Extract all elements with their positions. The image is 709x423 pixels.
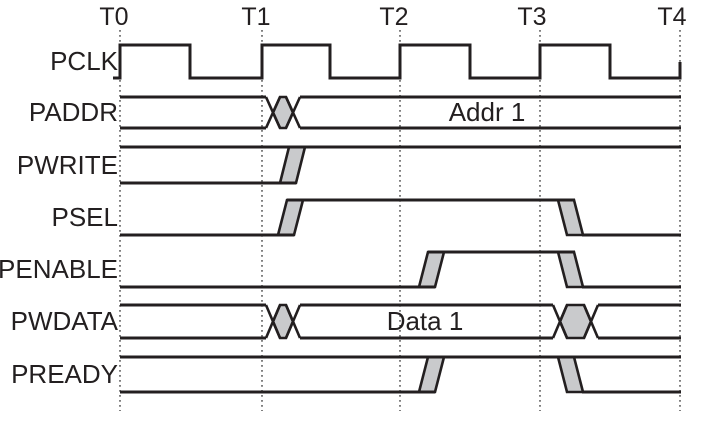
pwrite-rise-transition <box>278 145 307 185</box>
pwdata-transition-cross-lines-t1 <box>264 304 302 339</box>
signal-label-paddr: PADDR <box>29 97 118 127</box>
psel-rise-transition <box>276 198 305 237</box>
psel-fall-transition <box>556 198 585 237</box>
time-label-t2: T2 <box>379 3 408 31</box>
time-label-t0: T0 <box>99 3 128 31</box>
pclk-wave-line <box>113 43 682 80</box>
paddr-waveform: Addr 1 <box>120 95 681 130</box>
pwrite-waveform <box>120 145 681 185</box>
penable-waveform <box>120 250 681 289</box>
signal-label-pwrite: PWRITE <box>17 150 118 180</box>
time-gridlines <box>119 30 681 411</box>
time-label-t1: T1 <box>241 3 270 31</box>
pready-waveform <box>120 355 681 394</box>
psel-waveform <box>120 198 681 237</box>
pwdata-transition-hexagon-t1 <box>271 303 295 340</box>
pwdata-value-label: Data 1 <box>387 306 464 336</box>
time-label-t3: T3 <box>517 3 546 31</box>
signal-label-psel: PSEL <box>52 202 119 232</box>
paddr-transition-cross-lines <box>264 96 302 129</box>
time-labels: T0 T1 T2 T3 T4 <box>99 3 686 31</box>
paddr-transition-hexagon <box>271 95 295 130</box>
pready-rise-transition <box>417 355 446 394</box>
signal-label-pready: PREADY <box>11 359 118 389</box>
penable-rise-transition <box>417 250 446 289</box>
signal-label-penable: PENABLE <box>0 254 118 284</box>
time-label-t4: T4 <box>657 3 686 31</box>
signal-label-pwdata: PWDATA <box>11 306 119 336</box>
pready-fall-transition <box>556 355 585 394</box>
penable-fall-transition <box>556 250 585 289</box>
pclk-waveform <box>113 43 682 80</box>
paddr-value-label: Addr 1 <box>449 97 526 127</box>
signal-labels: PCLK PADDR PWRITE PSEL PENABLE PWDATA PR… <box>0 46 119 389</box>
pwdata-waveform: Data 1 <box>120 303 681 340</box>
pwdata-transition-cross-lines-t3 <box>551 304 600 339</box>
signal-label-pclk: PCLK <box>50 46 119 76</box>
